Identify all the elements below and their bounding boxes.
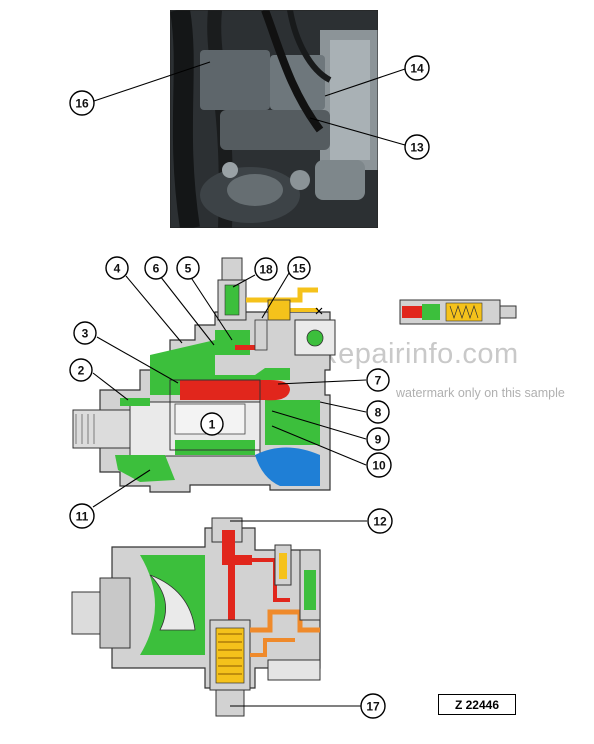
watermark-note-text: watermark only on this sample (396, 386, 565, 400)
callout-9-label: 9 (375, 433, 382, 447)
pump-installation-photo (170, 10, 378, 228)
callout-8: 8 (366, 400, 390, 424)
callout-5: 5 (176, 256, 200, 280)
callout-3-label: 3 (82, 327, 89, 341)
callout-9: 9 (366, 427, 390, 451)
callout-18-label: 18 (259, 263, 273, 277)
callout-17-label: 17 (366, 700, 380, 714)
callout-5-label: 5 (185, 262, 192, 276)
callout-10-label: 10 (372, 459, 386, 473)
callout-15-label: 15 (292, 262, 306, 276)
callout-11: 11 (69, 503, 95, 529)
callout-2-label: 2 (78, 364, 85, 378)
lower-cross-section (71, 517, 321, 717)
figure-reference-code: Z 22446 (438, 694, 516, 715)
callout-4-label: 4 (114, 262, 121, 276)
callout-12: 12 (367, 508, 393, 534)
callout-14: 14 (404, 55, 430, 81)
leader-lines (92, 61, 406, 707)
upper-cross-section (72, 257, 336, 493)
callout-6: 6 (144, 256, 168, 280)
callout-1: 1 (200, 412, 224, 436)
valve-detail-small (399, 299, 517, 325)
callout-17: 17 (360, 693, 386, 719)
callout-8-label: 8 (375, 406, 382, 420)
callout-18: 18 (254, 257, 278, 281)
callout-16: 16 (69, 90, 95, 116)
watermark-site-text: eRepairinfo.com (300, 338, 519, 370)
callout-15: 15 (287, 256, 311, 280)
callout-4: 4 (105, 256, 129, 280)
callout-13: 13 (404, 134, 430, 160)
callout-16-label: 16 (75, 97, 89, 111)
callout-1-label: 1 (209, 418, 216, 432)
callout-7: 7 (366, 368, 390, 392)
callout-12-label: 12 (373, 515, 387, 529)
callout-2: 2 (69, 358, 93, 382)
callout-13-label: 13 (410, 141, 424, 155)
callout-6-label: 6 (153, 262, 160, 276)
callout-10: 10 (366, 452, 392, 478)
callout-14-label: 14 (410, 62, 424, 76)
callout-3: 3 (73, 321, 97, 345)
callout-7-label: 7 (375, 374, 382, 388)
callout-11-label: 11 (76, 510, 89, 524)
